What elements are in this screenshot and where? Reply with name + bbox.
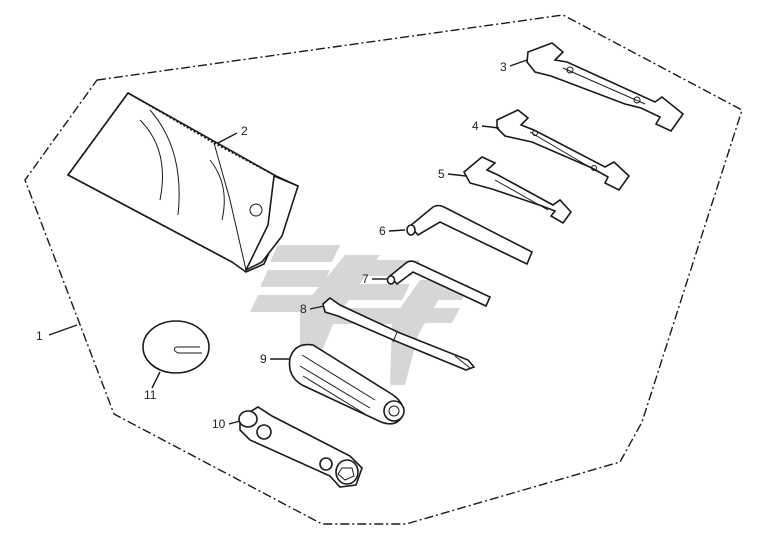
leader-4 — [481, 125, 500, 129]
leader-lines — [48, 59, 528, 425]
leader-2 — [217, 132, 238, 144]
open-end-wrench-small — [462, 156, 573, 225]
screwdriver-blade — [322, 296, 476, 371]
leader-5 — [447, 173, 467, 177]
callout-7: 7 — [362, 272, 369, 286]
callout-5: 5 — [438, 167, 445, 181]
feeler-disc — [142, 320, 210, 374]
leader-6 — [388, 229, 406, 232]
leader-11 — [151, 371, 161, 389]
box-spanner — [238, 406, 363, 488]
callout-2: 2 — [241, 124, 248, 138]
callout-8: 8 — [300, 302, 307, 316]
callout-9: 9 — [260, 352, 267, 366]
leader-8 — [309, 305, 325, 310]
open-end-wrench-large — [526, 42, 685, 133]
kit-boundary — [24, 14, 743, 525]
callout-4: 4 — [472, 119, 479, 133]
hex-key-small — [386, 260, 492, 308]
callout-6: 6 — [379, 224, 386, 238]
tool-bag — [66, 91, 299, 273]
hex-key-large — [406, 204, 534, 266]
open-end-wrench-medium — [496, 109, 631, 192]
callout-1: 1 — [36, 329, 43, 343]
leader-1 — [48, 324, 78, 336]
callout-10: 10 — [212, 417, 226, 431]
screwdriver-handle — [288, 343, 405, 425]
leader-3 — [509, 59, 528, 67]
callout-3: 3 — [500, 60, 507, 74]
leader-10 — [228, 420, 241, 425]
callout-11: 11 — [144, 388, 157, 402]
